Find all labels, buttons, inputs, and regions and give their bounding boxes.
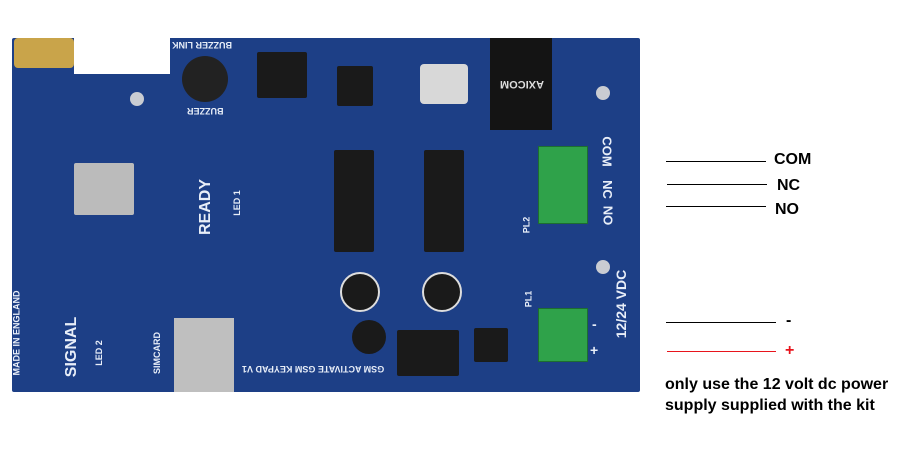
buzzer: [182, 56, 228, 102]
mount-hole: [596, 86, 610, 100]
power-supply-note: only use the 12 volt dc power supply sup…: [665, 376, 889, 414]
bridge: [474, 328, 508, 362]
silk-buzzer-link: BUZZER LINK: [172, 40, 232, 50]
nc-label: NC: [777, 177, 801, 194]
relay-terminal-block: [538, 146, 588, 224]
antenna-connector: [14, 38, 74, 68]
no-label: NO: [775, 201, 799, 218]
crystal: [420, 64, 468, 104]
ic4: [257, 52, 307, 98]
minus-leader-line: [666, 322, 776, 323]
plus-label: +: [785, 342, 795, 359]
mount-hole: [596, 260, 610, 274]
silk-pl1: PL1: [523, 290, 534, 308]
silk-no: NO: [600, 205, 616, 226]
silk-led1: LED 1: [231, 190, 242, 216]
minus-label: -: [786, 312, 792, 329]
silk-plus: +: [590, 342, 599, 358]
no-leader-line: [666, 206, 766, 207]
silk-buzzer: BUZZER: [187, 106, 224, 116]
silk-led2: LED 2: [93, 340, 104, 366]
pcb-board: BUZZER LINK BUZZER AXICOM COM NC NO 12/2…: [11, 36, 640, 392]
ic-dip-1: [334, 150, 374, 252]
capacitor-3: [352, 320, 386, 354]
silk-signal: SIGNAL: [63, 316, 81, 378]
plus-leader-line: [667, 351, 776, 352]
silk-nc: NC: [599, 180, 615, 199]
silk-made-in: MADE IN ENGLAND: [11, 290, 22, 376]
ic-dip-2: [424, 150, 464, 252]
com-label: COM: [774, 151, 812, 168]
silk-power: 12/24 VDC: [613, 269, 630, 339]
silk-simcard: SIMCARD: [152, 332, 162, 374]
silk-com: COM: [599, 136, 615, 167]
board-cutout: [74, 36, 170, 74]
sim-holder: [174, 318, 234, 392]
ic-small: [337, 66, 373, 106]
regulator-2: [397, 330, 459, 376]
silk-minus: -: [592, 316, 597, 332]
capacitor-2: [422, 272, 462, 312]
power-terminal-block: [538, 308, 588, 362]
silk-relay-brand: AXICOM: [500, 78, 544, 90]
silk-pl2: PL2: [521, 216, 532, 234]
silk-product: GSM ACTIVATE GSM KEYPAD V1: [242, 364, 385, 374]
mount-hole: [130, 92, 144, 106]
silk-ready: READY: [197, 178, 215, 236]
relay: [490, 38, 552, 130]
regulator: [74, 163, 134, 215]
capacitor-1: [340, 272, 380, 312]
nc-leader-line: [667, 184, 767, 185]
com-leader-line: [666, 161, 766, 162]
